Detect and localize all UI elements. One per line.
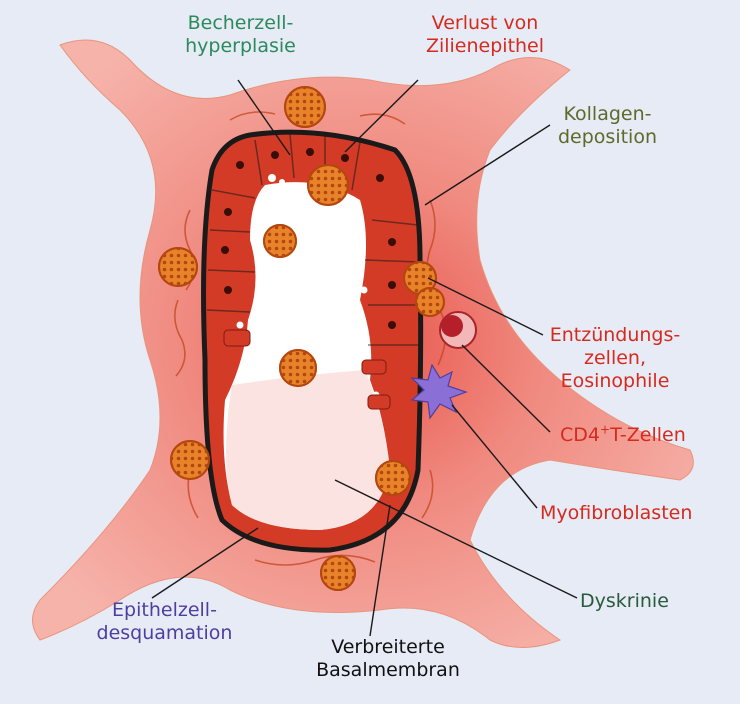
- label-verbreiterte-basalmembran: Verbreiterte Basalmembran: [308, 636, 468, 682]
- label-line: deposition: [557, 126, 657, 148]
- label-cd4: CD4: [560, 424, 600, 446]
- label-line: Basalmembran: [316, 659, 460, 681]
- desquamated-cells: [223, 329, 391, 410]
- label-line: Zilienepithel: [425, 35, 545, 57]
- label-verlust-zilienepithel: Verlust von Zilienepithel: [400, 12, 570, 58]
- label-line: Entzündungs-: [549, 324, 681, 346]
- label-cd4-t-zellen: CD4+T-Zellen: [560, 424, 686, 447]
- label-line: Kollagen-: [563, 103, 652, 125]
- label-kollagendeposition: Kollagen- deposition: [545, 103, 670, 149]
- label-cd4-sup: +: [600, 422, 611, 437]
- label-line: Dyskrinie: [580, 590, 669, 612]
- label-entzuendungszellen: Entzündungs- zellen, Eosinophile: [540, 324, 690, 393]
- label-line: Epithelzell-: [112, 599, 217, 621]
- label-line: zellen,: [584, 347, 646, 369]
- pointer-lines: [151, 79, 578, 637]
- label-becherzellhyperplasie: Becherzell- hyperplasie: [168, 12, 313, 58]
- label-line: Eosinophile: [560, 370, 670, 392]
- label-myofibroblasten: Myofibroblasten: [540, 502, 692, 525]
- label-t-zellen: T-Zellen: [610, 424, 686, 446]
- label-line: desquamation: [96, 622, 233, 644]
- t-cell: [439, 311, 477, 349]
- label-dyskrinie: Dyskrinie: [580, 590, 669, 613]
- label-line: Verbreiterte: [331, 636, 445, 658]
- label-line: Myofibroblasten: [540, 502, 693, 524]
- mucus-dyskrinie: [226, 370, 390, 530]
- label-line: Verlust von: [431, 12, 539, 34]
- label-epithelzelldesquamation: Epithelzell- desquamation: [82, 599, 247, 645]
- label-line: hyperplasie: [185, 35, 296, 57]
- epithelial-cells: [206, 133, 421, 346]
- cell-nuclei: [221, 148, 396, 339]
- inflammatory-cells: [158, 86, 445, 591]
- label-line: Becherzell-: [187, 12, 294, 34]
